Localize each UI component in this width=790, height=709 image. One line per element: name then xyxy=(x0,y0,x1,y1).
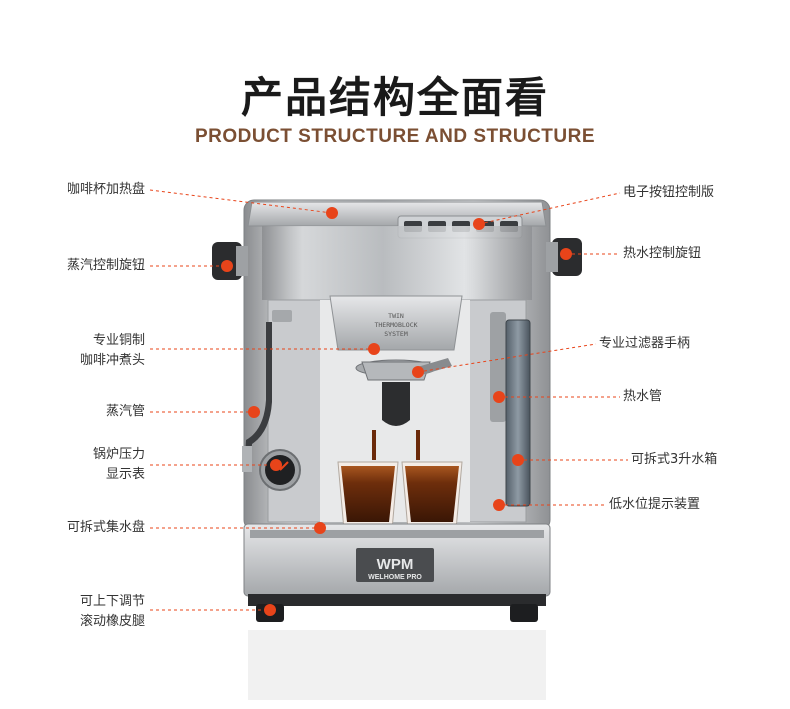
marker-cup-warmer xyxy=(326,207,338,219)
page-subtitle: PRODUCT STRUCTURE AND STRUCTURE xyxy=(194,126,596,147)
group-text-2: THERMOBLOCK xyxy=(374,321,417,329)
marker-portafilter xyxy=(412,366,424,378)
group-text-3: SYSTEM xyxy=(384,330,408,338)
label-hot-water-pipe: 热水管 xyxy=(623,389,663,404)
machine-reflection xyxy=(248,630,546,700)
brand-name: WELHOME PRO xyxy=(368,574,422,581)
label-brew-head-line2: 咖啡冲煮头 xyxy=(79,353,145,368)
group-text-1: TWIN xyxy=(388,312,404,320)
label-brew-head: 专业铜制 咖啡冲煮头 xyxy=(30,331,145,371)
label-steam-pipe: 蒸汽管 xyxy=(105,404,145,419)
hot-water-pipe xyxy=(490,312,506,422)
label-portafilter: 专业过滤器手柄 xyxy=(599,336,691,351)
label-pressure-gauge: 锅炉压力 显示表 xyxy=(30,445,145,485)
marker-steam-pipe xyxy=(248,406,260,418)
label-hot-water-knob: 热水控制旋钮 xyxy=(623,246,702,261)
marker-pressure-gauge xyxy=(270,459,282,471)
marker-brew-head xyxy=(368,343,380,355)
marker-drip-tray xyxy=(314,522,326,534)
label-feet-line1: 可上下调节 xyxy=(79,594,145,609)
label-control-panel: 电子按钮控制版 xyxy=(623,185,715,200)
marker-hot-water-pipe xyxy=(493,391,505,403)
label-cup-warmer: 咖啡杯加热盘 xyxy=(66,182,145,197)
marker-water-tank xyxy=(512,454,524,466)
foot-right xyxy=(510,604,538,622)
label-steam-knob: 蒸汽控制旋钮 xyxy=(66,258,145,273)
label-water-tank: 可拆式3升水箱 xyxy=(631,452,718,467)
leader-lines-right xyxy=(417,192,628,506)
label-brew-head-line1: 专业铜制 xyxy=(92,333,145,348)
label-low-water-alarm: 低水位提示装置 xyxy=(609,497,701,512)
marker-control-panel xyxy=(473,218,485,230)
leader-lines-left xyxy=(149,189,374,611)
page-title: 产品结构全面看 xyxy=(240,73,549,122)
marker-feet xyxy=(264,604,276,616)
label-drip-tray: 可拆式集水盘 xyxy=(66,520,145,535)
marker-dots xyxy=(221,207,572,616)
label-feet-line2: 滚动橡皮腿 xyxy=(79,614,145,629)
marker-hot-water-knob xyxy=(560,248,572,260)
brand-logo: WPM xyxy=(377,556,414,573)
label-feet: 可上下调节 滚动橡皮腿 xyxy=(30,592,145,632)
brand-badge xyxy=(356,548,434,582)
brew-group xyxy=(329,295,463,351)
label-pressure-gauge-line1: 锅炉压力 xyxy=(92,447,145,462)
marker-steam-knob xyxy=(221,260,233,272)
marker-low-water xyxy=(493,499,505,511)
water-tank xyxy=(505,319,531,507)
label-pressure-gauge-line2: 显示表 xyxy=(105,467,145,482)
